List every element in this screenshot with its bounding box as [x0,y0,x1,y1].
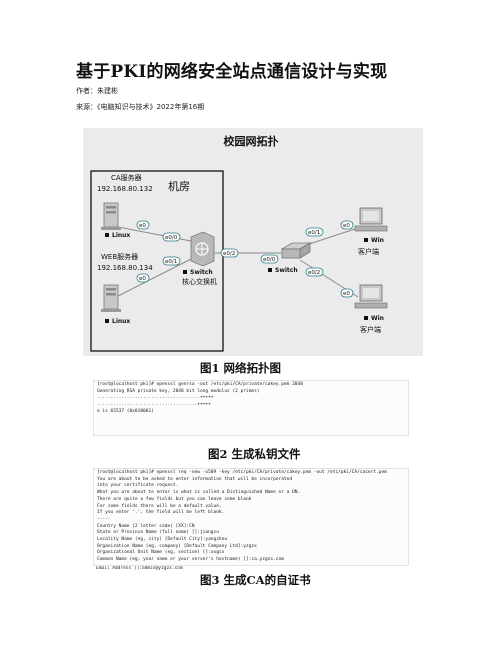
access-switch-icon [280,242,312,259]
figure2-terminal: [root@localhost pki]# openssl genrsa -ou… [93,380,409,436]
port-label: e0/1 [165,259,177,265]
client2-os: Win [371,315,384,322]
figure3-caption: 图3 生成CA的自证书 [200,573,311,587]
terminal-line: Organization Name (eg, company) [Default… [97,543,257,549]
machine-room-box [90,170,224,352]
terminal-line: [root@localhost pki]# openssl req -new -… [97,470,387,475]
network-topology-figure: 校园网拓扑 机房 CA服务器 192.168.80.132 Linux WEB服… [83,128,423,356]
port-labels: e0 e0/0 e0 e0/1 e0/2 e0/0 e0/1 e0/2 e0 e… [136,220,354,298]
figure3-terminal: [root@localhost pki]# openssl req -new -… [93,468,409,566]
web-server-os: Linux [112,318,130,325]
ca-server-name: CA服务器 [111,173,142,182]
figure2-caption: 图2 生成私钥文件 [208,447,301,461]
link-web-core [117,258,192,297]
terminal-line: Common Name (eg, your name or your serve… [97,557,284,563]
port-label: e0 [139,276,146,282]
terminal-line: e is 65537 (0x010001) [97,408,154,414]
machine-room-label: 机房 [168,179,190,193]
terminal-line: You are about to be asked to enter infor… [97,476,293,482]
terminal-line: .....................................+++… [97,402,211,408]
client2-role: 客户端 [360,325,381,334]
figure3-terminal-tail: Email Address []:admin@yzgzx.com [93,566,409,574]
core-switch-icon [190,231,215,267]
terminal-line: Email Address []:admin@yzgzx.com [96,566,183,571]
client1-computer-icon [354,207,388,232]
port-label: e0/0 [165,235,178,241]
terminal-line: ----- [97,516,111,522]
client1-role: 客户端 [358,247,379,256]
linux-os-icon [105,233,109,237]
terminal-line: Organizational Unit Name (eg, section) [… [97,550,225,556]
ca-server-ip: 192.168.80.132 [97,185,153,193]
port-label: e0/0 [263,257,276,263]
ca-server-os: Linux [112,232,130,239]
client1-os: Win [371,237,384,244]
web-server-name: WEB服务器 [101,252,138,261]
document-title: 基于PKI的网络安全站点通信设计与实现 [76,62,388,82]
web-server-ip: 192.168.80.134 [97,264,153,272]
terminal-line: Locality Name (eg, city) [Default City]:… [97,537,228,543]
terminal-line: There are quite a few fields but you can… [97,496,252,502]
terminal-line: For some fields there will be a default … [97,503,222,509]
port-label: e0/1 [308,230,320,236]
terminal-line: [root@localhost pki]# openssl genrsa -ou… [97,382,303,387]
port-label: e0/2 [308,270,320,276]
client2-computer-icon [354,284,388,309]
source-line: 来源：《电脑知识与技术》2022年第16期 [76,103,205,111]
terminal-line: ......................................++… [97,395,214,401]
author-line: 作者：朱建彬 [76,87,118,95]
core-switch-role: 核心交换机 [182,277,217,286]
access-switch-name: Switch [275,267,298,274]
port-label: e0 [343,223,350,229]
terminal-line: What you are about to enter is what is c… [97,490,301,496]
figure1-caption: 图1 网络拓扑图 [200,361,282,375]
port-label: e0 [139,223,146,229]
terminal-line: Generating RSA private key, 2048 bit lon… [97,388,260,394]
core-switch-name: Switch [190,269,213,276]
port-label: e0/2 [223,251,235,257]
terminal-line: If you enter '.', the field will be left… [97,510,225,516]
topology-heading: 校园网拓扑 [224,134,279,148]
web-server-icon [101,284,121,312]
terminal-line: State or Province Name (full name) []:ji… [97,530,219,536]
terminal-line: Country Name (2 letter code) [XX]:CN [97,523,195,529]
ca-server-icon [101,202,121,230]
terminal-line: into your certificate request. [97,483,179,489]
linux-os-icon [105,319,109,323]
port-label: e0 [343,291,350,297]
